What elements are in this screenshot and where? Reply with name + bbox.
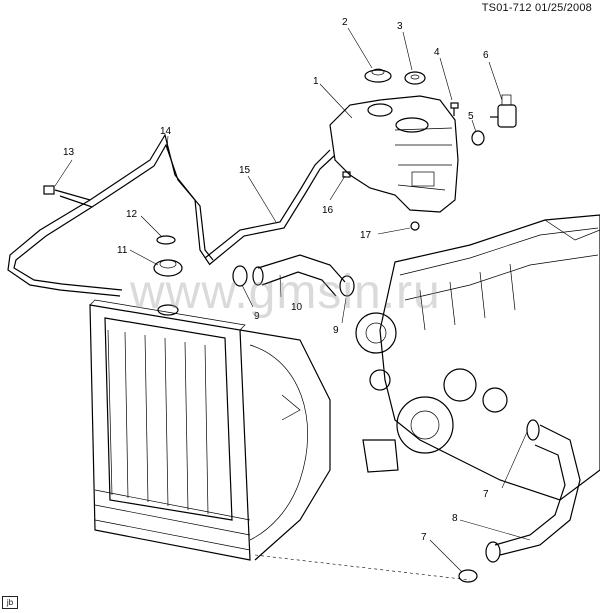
callout-8: 8 xyxy=(452,513,458,524)
cap-seal xyxy=(404,71,426,85)
bolt-16 xyxy=(342,171,351,178)
diagram-header: TS01-712 01/25/2008 xyxy=(482,2,592,14)
fan-shroud xyxy=(239,329,331,561)
callout-9-left: 9 xyxy=(254,311,260,322)
coolant-reservoir xyxy=(329,95,459,213)
callout-3: 3 xyxy=(397,21,403,32)
callout-2: 2 xyxy=(342,17,348,28)
callout-5: 5 xyxy=(468,111,474,122)
nut-17 xyxy=(410,221,420,231)
callout-17: 17 xyxy=(360,230,372,241)
hose-clamp-right xyxy=(339,275,355,297)
callout-11: 11 xyxy=(117,245,128,256)
callout-13: 13 xyxy=(63,147,75,158)
lower-radiator-hose xyxy=(485,424,581,563)
callout-1: 1 xyxy=(313,76,319,87)
hose-clamp-lower xyxy=(458,569,478,583)
callout-7-engine: 7 xyxy=(483,489,489,500)
radiator xyxy=(89,299,251,561)
radiator-cap xyxy=(153,259,183,277)
diagram-date: 01/25/2008 xyxy=(534,2,592,14)
corner-badge: jb xyxy=(2,596,18,609)
vent-hose xyxy=(204,149,335,265)
callout-15: 15 xyxy=(239,165,251,176)
hose-clamp-left xyxy=(232,265,248,287)
hose-clip-13 xyxy=(43,185,55,195)
callout-labels: 1 2 3 4 5 6 7 8 9 10 11 12 13 14 15 16 1… xyxy=(63,17,489,543)
callout-14: 14 xyxy=(160,126,172,137)
watermark: www.gmsin.ru xyxy=(130,266,441,319)
diagram-code: TS01-712 xyxy=(481,2,532,14)
callout-12: 12 xyxy=(126,209,138,220)
callout-16: 16 xyxy=(322,205,334,216)
callout-4: 4 xyxy=(434,47,440,58)
leader-lines xyxy=(54,27,531,573)
callout-6: 6 xyxy=(483,50,489,61)
bleed-hose xyxy=(7,133,214,297)
callout-10: 10 xyxy=(291,302,303,313)
bolt-4 xyxy=(450,102,459,116)
grommet-5 xyxy=(471,130,485,146)
hose-clamp-engine xyxy=(526,419,540,441)
callout-9-right: 9 xyxy=(333,325,339,336)
callout-7-lower: 7 xyxy=(421,532,427,543)
reservoir-cap xyxy=(364,68,392,83)
seal-12 xyxy=(156,235,176,245)
engine-assembly xyxy=(355,214,600,501)
level-sensor xyxy=(490,94,517,128)
